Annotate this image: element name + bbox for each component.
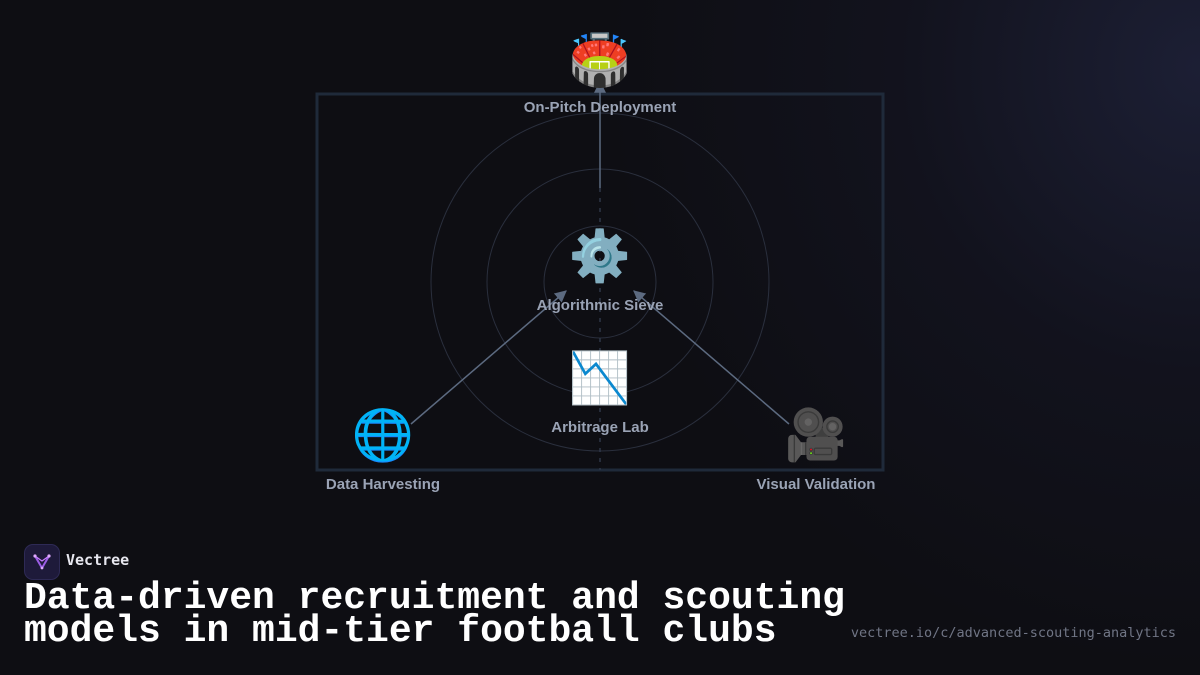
node-label-on-pitch-deployment: On-Pitch Deployment bbox=[523, 99, 677, 116]
connector-left-to-center bbox=[410, 290, 567, 425]
connector-right-to-center bbox=[633, 290, 790, 425]
stadium-icon: 🏟️ bbox=[568, 31, 632, 89]
background-glow bbox=[600, 0, 1200, 675]
node-label-visual-validation: Visual Validation bbox=[756, 476, 876, 493]
headline-line-2: models in mid-tier football clubs bbox=[24, 610, 777, 653]
gear-icon: ⚙️ bbox=[568, 227, 632, 285]
headline-line-1: Data-driven recruitment and scouting bbox=[24, 577, 845, 620]
source-url: vectree.io/c/advanced-scouting-analytics bbox=[850, 625, 1176, 641]
globe-icon: 🌐 bbox=[351, 406, 415, 464]
page-headline: Data-driven recruitment and scouting mod… bbox=[24, 580, 845, 651]
brand-logo bbox=[24, 544, 60, 580]
brand-name: Vectree bbox=[66, 551, 130, 569]
movie-camera-icon: 🎥 bbox=[784, 406, 848, 464]
chart-decreasing-icon: 📉 bbox=[568, 349, 632, 407]
node-label-data-harvesting: Data Harvesting bbox=[325, 476, 441, 493]
node-label-arbitrage-lab: Arbitrage Lab bbox=[551, 419, 649, 436]
node-label-algorithmic-sieve: Algorithmic Sieve bbox=[536, 297, 664, 314]
brand-logo-mark bbox=[33, 554, 51, 570]
